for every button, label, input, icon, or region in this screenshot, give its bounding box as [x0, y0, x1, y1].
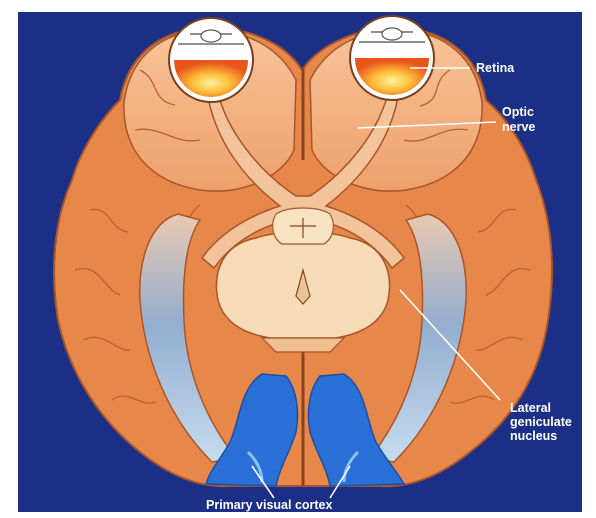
lgn-label-line2: geniculate — [510, 415, 572, 429]
right-eye — [350, 16, 434, 100]
lgn-label-line1: Lateral — [510, 401, 551, 415]
primary-visual-cortex-label: Primary visual cortex — [206, 498, 333, 512]
optic-nerve-label-line1: Optic — [502, 105, 534, 119]
lgn-label-line3: nucleus — [510, 429, 557, 443]
left-eye — [169, 18, 253, 102]
optic-nerve-label-line2: nerve — [502, 120, 535, 134]
retina-label: Retina — [476, 61, 515, 75]
cerebellum-band — [262, 338, 344, 352]
